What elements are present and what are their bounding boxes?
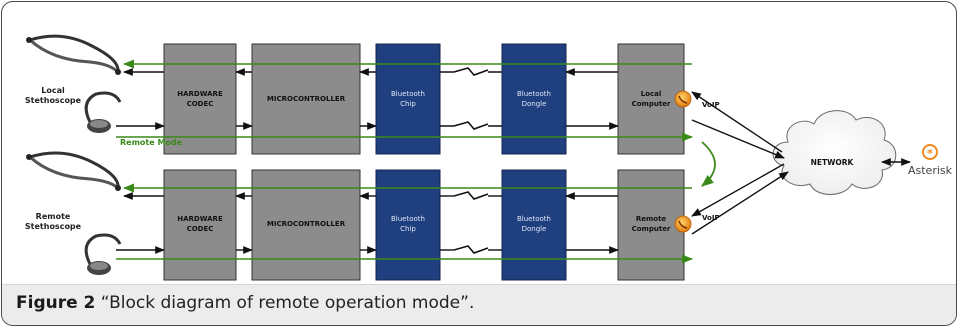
- remote-mode-loop-arrow: [701, 141, 716, 187]
- stethoscope-icon: [26, 34, 122, 133]
- block-diagram: Local Stethoscope HARDWARE CODEC MICROCO…: [25, 34, 953, 281]
- bottom-wireless-link-upper: [453, 191, 489, 200]
- local-stethoscope-label: Local: [41, 86, 65, 95]
- svg-text:*: *: [927, 147, 933, 160]
- bottom-bt-chip-label-1: Bluetooth: [391, 215, 425, 223]
- bottom-computer-label-2: Computer: [632, 225, 671, 233]
- top-hardware-codec-block: [163, 43, 237, 155]
- figure-caption: Figure 2 “Block diagram of remote operat…: [16, 293, 474, 313]
- bottom-wireless-link-lower: [453, 245, 489, 254]
- network-label: NETWORK: [811, 158, 855, 167]
- bottom-computer-label-1: Remote: [636, 215, 667, 223]
- top-bluetooth-dongle-block: [501, 43, 567, 155]
- remote-stethoscope-label-2: Stethoscope: [25, 222, 82, 231]
- top-codec-label-2: CODEC: [187, 100, 214, 108]
- asterisk-label: Asterisk: [908, 164, 953, 177]
- bottom-bt-dongle-label-2: Dongle: [522, 225, 547, 233]
- bottom-codec-label-1: HARDWARE: [177, 215, 223, 223]
- asterisk-logo-icon: *: [922, 144, 938, 160]
- stethoscope-icon: [26, 151, 122, 275]
- top-local-computer-block: [617, 43, 685, 155]
- remote-mode-label: Remote Mode: [120, 138, 183, 147]
- voip-phone-icon: [674, 90, 692, 108]
- top-wireless-link-lower: [453, 121, 489, 130]
- voip-bottom-label: VoIP: [702, 214, 720, 222]
- top-bt-chip-label-1: Bluetooth: [391, 90, 425, 98]
- top-bluetooth-chip-block: [375, 43, 441, 155]
- caption-bar: Figure 2 “Block diagram of remote operat…: [2, 284, 956, 325]
- top-codec-label-1: HARDWARE: [177, 90, 223, 98]
- bottom-codec-label-2: CODEC: [187, 225, 214, 233]
- top-computer-label-1: Local: [641, 90, 662, 98]
- voip-links: [691, 91, 789, 235]
- local-stethoscope-label-2: Stethoscope: [25, 96, 82, 105]
- cloud-icon: [772, 110, 897, 195]
- figure-title: “Block diagram of remote operation mode”…: [100, 293, 475, 313]
- top-microcontroller-block: [251, 43, 361, 155]
- top-bt-chip-label-2: Chip: [400, 100, 416, 108]
- remote-stethoscope-label: Remote: [36, 212, 71, 221]
- top-micro-label: MICROCONTROLLER: [267, 95, 346, 103]
- top-bt-dongle-label-1: Bluetooth: [517, 90, 551, 98]
- bottom-bt-dongle-label-1: Bluetooth: [517, 215, 551, 223]
- top-computer-label-2: Computer: [632, 100, 671, 108]
- bottom-micro-label: MICROCONTROLLER: [267, 220, 346, 228]
- voip-phone-icon: [674, 215, 692, 233]
- top-bt-dongle-label-2: Dongle: [522, 100, 547, 108]
- bottom-bt-chip-label-2: Chip: [400, 225, 416, 233]
- figure-label: Figure 2: [16, 293, 96, 313]
- top-wireless-link-upper: [453, 67, 489, 76]
